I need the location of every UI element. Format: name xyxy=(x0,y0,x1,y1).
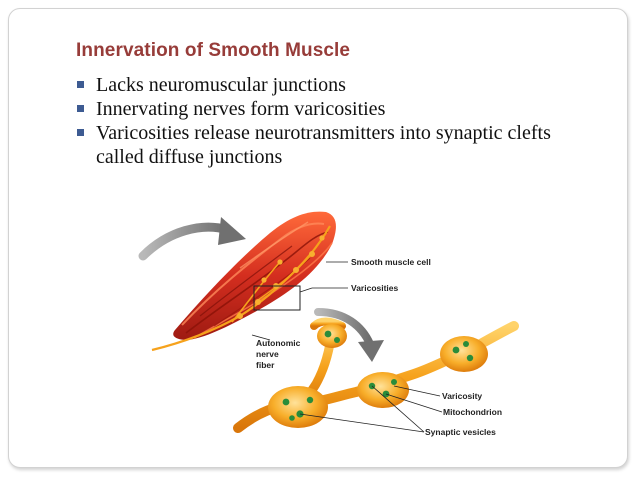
leader-line xyxy=(299,287,313,293)
nerve-fiber-on-muscle xyxy=(151,225,331,352)
label-nerve: nerve xyxy=(256,349,279,359)
enlarged-varicosity-nerve xyxy=(233,317,519,433)
bullet-item: Innervating nerves form varicosities xyxy=(76,97,596,121)
bullet-item: Varicosities release neurotransmitters i… xyxy=(76,121,596,169)
label-mitochondrion: Mitochondrion xyxy=(443,407,502,417)
curved-arrow-top xyxy=(138,217,246,261)
label-synaptic-vesicles: Synaptic vesicles xyxy=(425,427,496,437)
label-smooth-muscle-cell: Smooth muscle cell xyxy=(351,257,431,267)
leader-line xyxy=(299,413,425,433)
smooth-muscle-bundle xyxy=(173,211,336,340)
curved-arrow-bottom xyxy=(314,308,384,362)
leader-line xyxy=(385,393,443,413)
label-varicosity: Varicosity xyxy=(442,391,482,401)
bullet-text: Lacks neuromuscular junctions xyxy=(96,74,346,96)
slide-title: Innervation of Smooth Muscle xyxy=(76,40,351,61)
bullet-list: Lacks neuromuscular junctions Innervatin… xyxy=(76,73,596,169)
bullet-square-icon xyxy=(77,105,84,112)
leader-line xyxy=(251,334,271,341)
bullet-text: Innervating nerves form varicosities xyxy=(96,98,386,120)
label-varicosities: Varicosities xyxy=(351,283,399,293)
leader-line xyxy=(371,385,425,433)
leader-line xyxy=(393,385,441,397)
label-autonomic: Autonomic xyxy=(256,338,301,348)
bullet-square-icon xyxy=(77,129,84,136)
label-fiber: fiber xyxy=(256,360,275,370)
bullet-text: Varicosities release neurotransmitters i… xyxy=(96,122,551,168)
bullet-item: Lacks neuromuscular junctions xyxy=(76,73,596,97)
bullet-square-icon xyxy=(77,81,84,88)
